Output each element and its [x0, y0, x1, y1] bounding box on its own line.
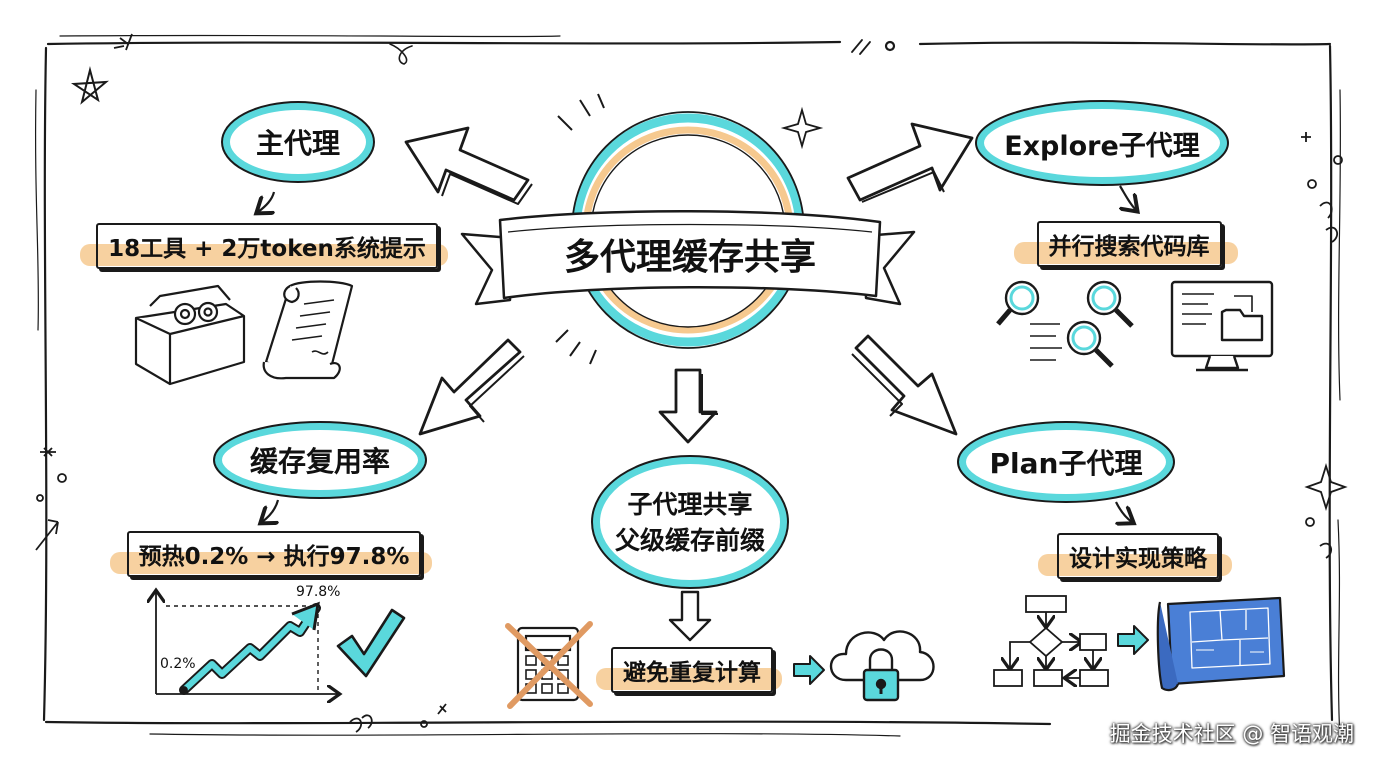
arrows-from-center [404, 122, 974, 444]
detail-box: 设计实现策略 [1057, 533, 1219, 579]
detail-box: 18工具 + 2万token系统提示 [96, 223, 438, 269]
down-arrow-small [668, 590, 712, 642]
node-explore-agent-label: Explore子代理 [1004, 130, 1200, 162]
toolbox-icon [134, 284, 246, 386]
node-cache-reuse-label: 缓存复用率 [249, 445, 390, 478]
node-main-agent-label: 主代理 [255, 127, 340, 160]
node-shared-prefix-label: 子代理共享 父级缓存前缀 [604, 484, 776, 562]
growth-chart [156, 592, 338, 694]
node-ovals [213, 100, 1229, 589]
node-cache-reuse-detail: 预热0.2% → 执行97.8% [110, 531, 436, 577]
cloud-lock-icon [829, 630, 935, 702]
detail-box: 避免重复计算 [611, 647, 773, 693]
checkmark-icon [336, 608, 406, 678]
connector-arrows [258, 185, 1136, 522]
detail-box: 预热0.2% → 执行97.8% [126, 531, 422, 577]
shared-prefix-line1: 子代理共享 [627, 490, 753, 519]
shared-prefix-line2: 父级缓存前缀 [614, 526, 765, 555]
flowchart-icon [993, 595, 1109, 686]
star-doodle-icon [70, 66, 109, 105]
node-shared-prefix-detail: 避免重复计算 [596, 647, 786, 693]
node-main-agent-detail: 18工具 + 2万token系统提示 [80, 223, 452, 269]
node-plan-agent-detail: 设计实现策略 [1038, 533, 1236, 579]
watermark: 掘金技术社区 @ 智语观潮 [1109, 722, 1354, 746]
chart-start-label: 0.2% [160, 656, 196, 672]
small-arrows [793, 625, 1149, 685]
blueprint-icon [1156, 596, 1286, 692]
sparkle-icon [35, 33, 1348, 733]
magnifier-icon [996, 280, 1134, 368]
monitor-folder-icon [1170, 280, 1274, 372]
scroll-icon [262, 280, 354, 380]
title-ribbon [460, 210, 916, 306]
calculator-crossed-icon [505, 621, 593, 709]
center-title: 多代理缓存共享 [563, 237, 816, 278]
detail-box: 并行搜索代码库 [1036, 221, 1222, 267]
sketch-frame [34, 34, 1342, 741]
node-explore-agent-detail: 并行搜索代码库 [1014, 221, 1242, 267]
node-plan-agent-label: Plan子代理 [989, 447, 1143, 480]
chart-end-label: 97.8% [296, 584, 341, 600]
